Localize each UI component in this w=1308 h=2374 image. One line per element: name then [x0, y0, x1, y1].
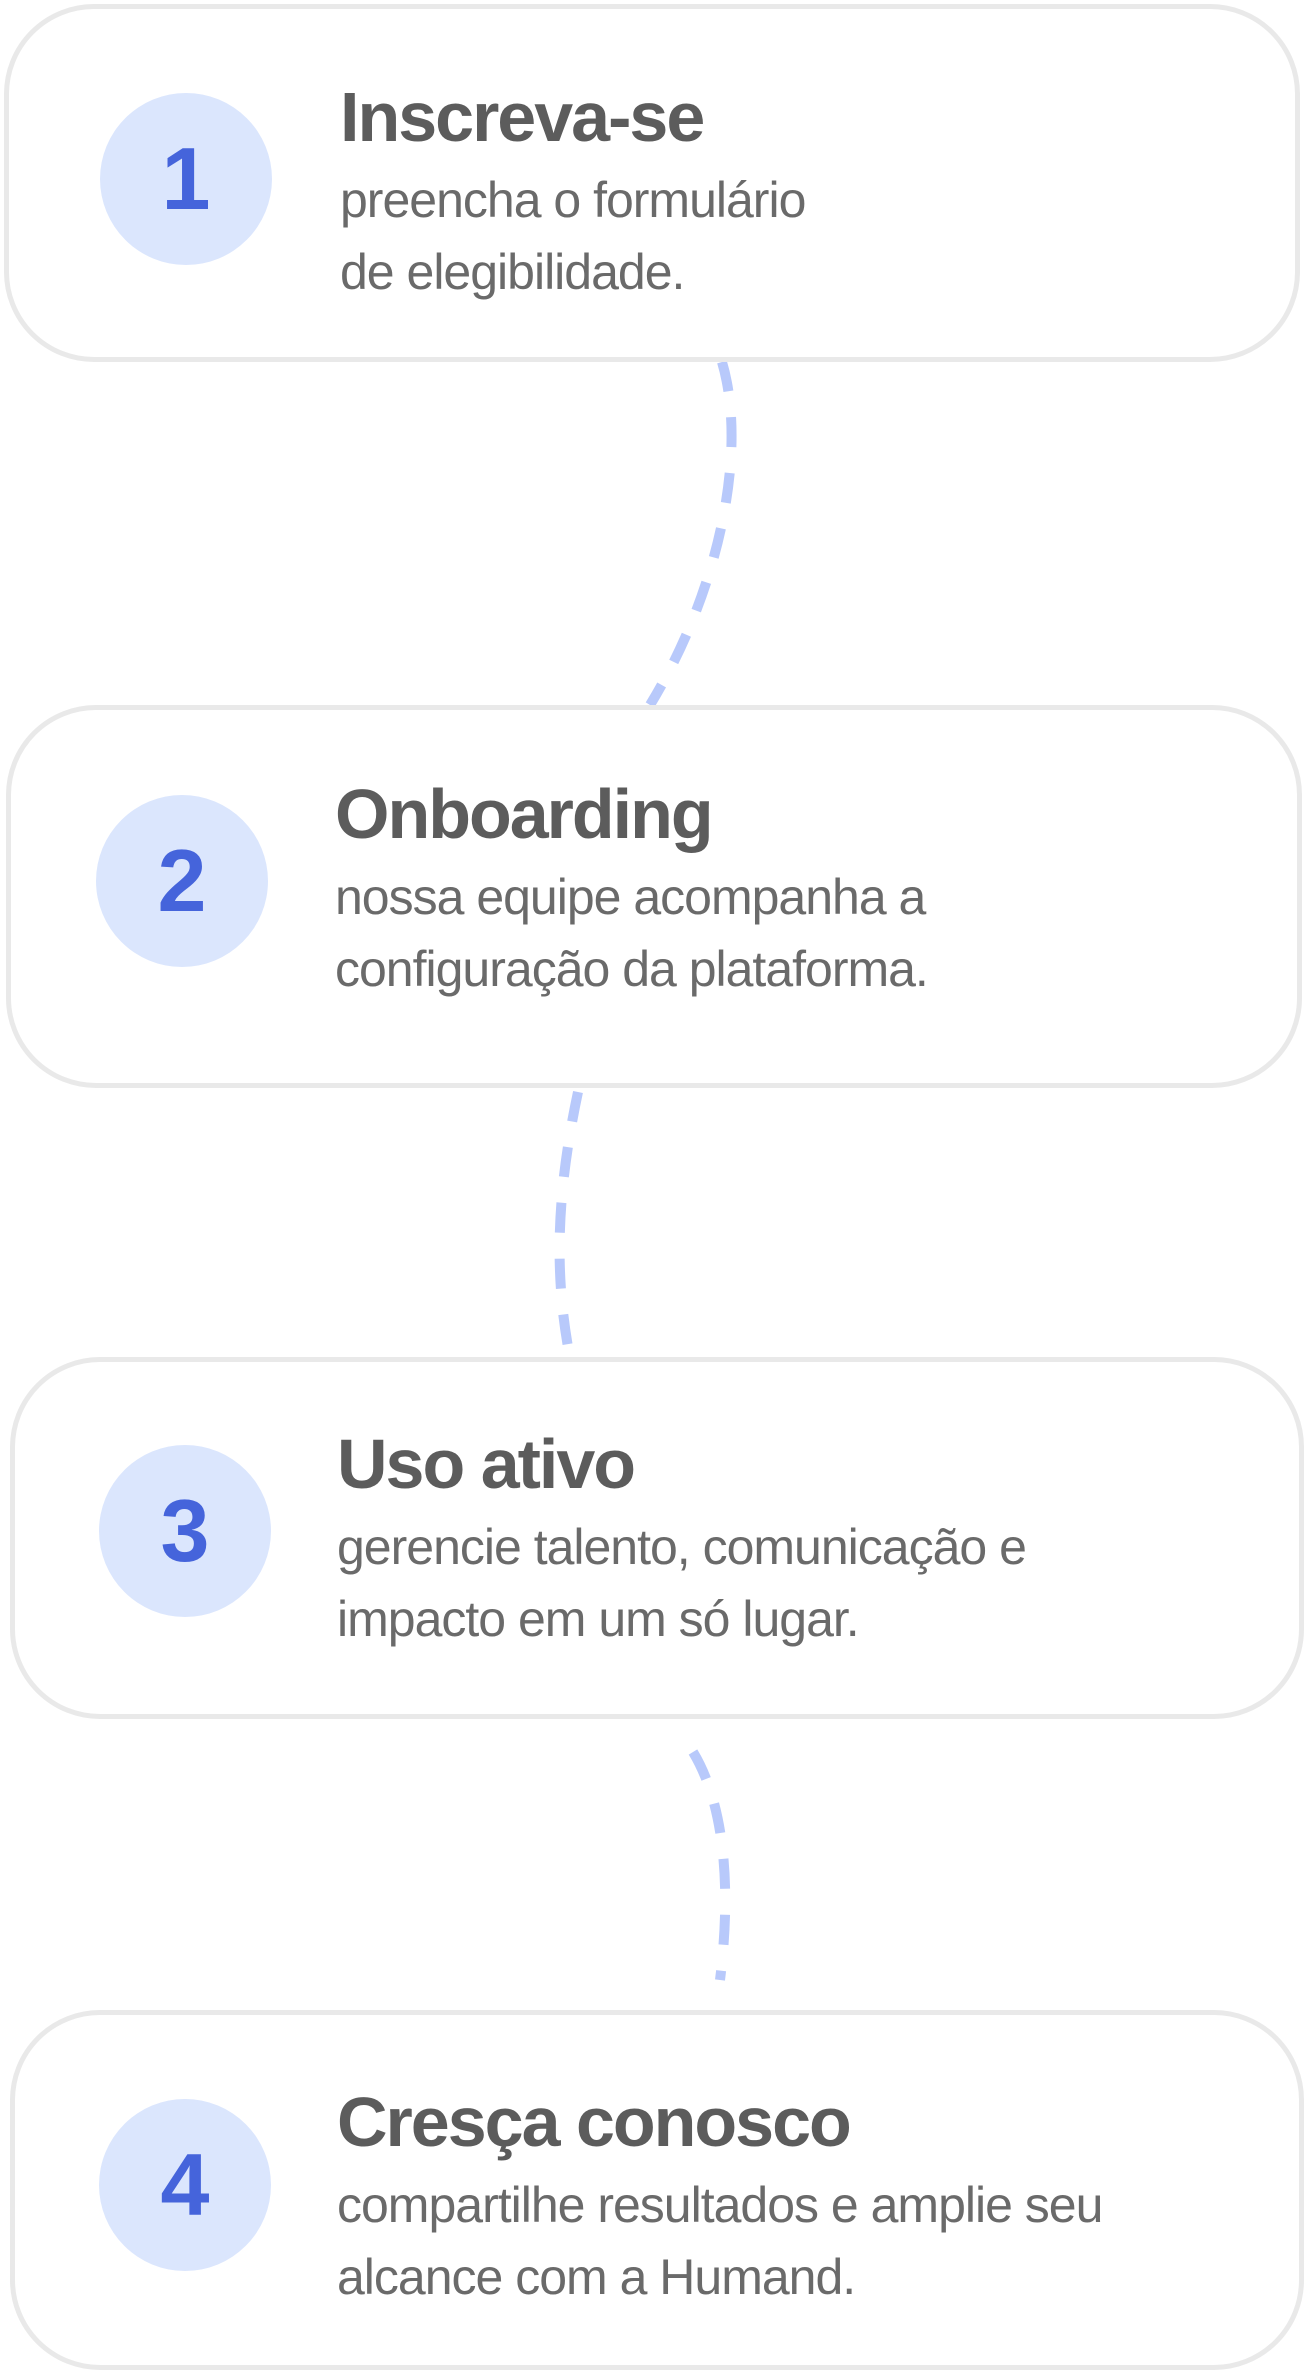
step-description: preencha o formulário de elegibilidade. — [340, 172, 806, 300]
step-card-1: 1 Inscreva-se preencha o formulário de e… — [4, 4, 1300, 362]
step-card-2: 2 Onboarding nossa equipe acompanha a co… — [6, 705, 1302, 1088]
step-number: 2 — [157, 831, 207, 930]
step-number-badge: 3 — [99, 1445, 271, 1617]
step-text: Uso ativo gerencie talento, comunicação … — [337, 1425, 1027, 1655]
step-number: 4 — [160, 2135, 210, 2234]
step-number: 1 — [161, 129, 211, 228]
connector-2-3 — [554, 1090, 583, 1359]
step-description: compartilhe resultados e amplie seu alca… — [337, 2177, 1103, 2305]
step-description: gerencie talento, comunicação e impacto … — [337, 1519, 1027, 1647]
step-card-3: 3 Uso ativo gerencie talento, comunicaçã… — [10, 1357, 1304, 1719]
step-number-badge: 1 — [100, 93, 272, 265]
step-card-4: 4 Cresça conosco compartilhe resultados … — [10, 2010, 1304, 2370]
connector-1-2 — [645, 360, 737, 708]
step-number: 3 — [160, 1481, 210, 1580]
step-title: Onboarding — [335, 775, 714, 853]
step-number-badge: 2 — [96, 795, 268, 967]
step-title: Uso ativo — [337, 1425, 636, 1503]
step-title: Cresça conosco — [337, 2083, 852, 2161]
step-description: nossa equipe acompanha a configuração da… — [335, 869, 929, 997]
step-text: Cresça conosco compartilhe resultados e … — [337, 2083, 1103, 2313]
connector-3-4 — [688, 1749, 731, 1981]
step-text: Onboarding nossa equipe acompanha a conf… — [335, 775, 929, 1005]
step-text: Inscreva-se preencha o formulário de ele… — [340, 78, 806, 308]
step-title: Inscreva-se — [340, 78, 705, 156]
step-number-badge: 4 — [99, 2099, 271, 2271]
